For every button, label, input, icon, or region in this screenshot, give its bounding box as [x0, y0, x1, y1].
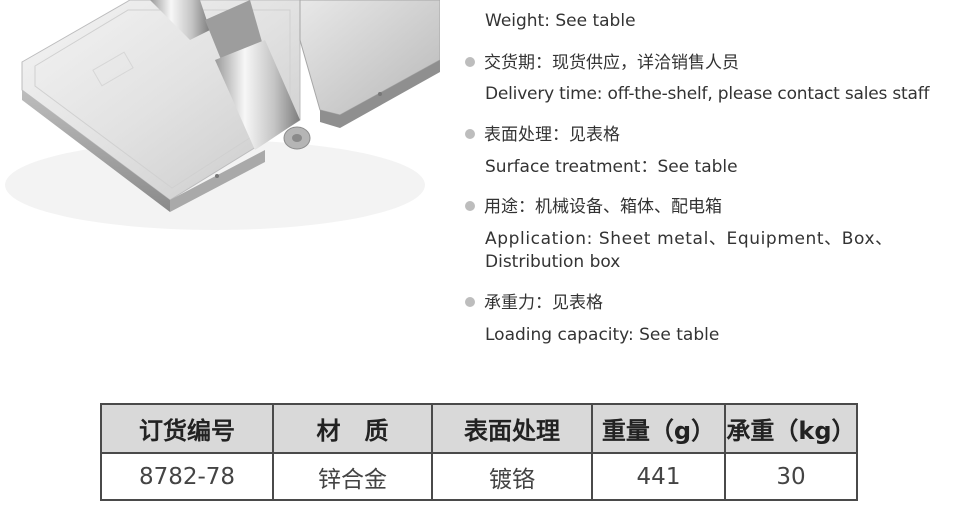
bullet-icon	[465, 129, 475, 139]
spec-loading-en: Loading capacity: See table	[485, 325, 720, 345]
spec-application-en-line1: Application: Sheet metal、Equipment、Box、	[485, 229, 893, 249]
spec-surface-en: Surface treatment：See table	[485, 157, 738, 177]
cell-order-number: 8782-78	[100, 452, 274, 501]
spec-application-en-line2: Distribution box	[485, 252, 621, 272]
bullet-icon	[465, 57, 475, 67]
spec-loading-zh: 承重力：见表格	[484, 293, 603, 313]
col-header-material: 材 质	[272, 403, 433, 454]
table-row: 8782-78 锌合金 镀铬 441 30	[100, 452, 858, 501]
spec-weight-en: Weight: See table	[485, 11, 636, 31]
hinge-icon	[5, 0, 441, 230]
table-header-row: 订货编号 材 质 表面处理 重量（g） 承重（kg）	[100, 403, 858, 454]
spec-delivery-zh: 交货期：现货供应，详洽销售人员	[484, 53, 739, 73]
bullet-icon	[465, 201, 475, 211]
col-header-load: 承重（kg）	[724, 403, 858, 454]
cell-surface: 镀铬	[431, 452, 593, 501]
bullet-icon	[465, 297, 475, 307]
spec-delivery-en: Delivery time: off-the-shelf, please con…	[485, 84, 930, 104]
col-header-surface: 表面处理	[431, 403, 593, 454]
cell-material: 锌合金	[272, 452, 433, 501]
col-header-weight: 重量（g）	[591, 403, 726, 454]
spec-table: 订货编号 材 质 表面处理 重量（g） 承重（kg） 8782-78 锌合金 镀…	[100, 403, 858, 501]
cell-load: 30	[724, 452, 858, 501]
spec-surface-zh: 表面处理：见表格	[484, 125, 620, 145]
product-image	[0, 0, 441, 250]
col-header-order-number: 订货编号	[100, 403, 274, 454]
spec-application-zh: 用途：机械设备、箱体、配电箱	[484, 197, 722, 217]
cell-weight: 441	[591, 452, 726, 501]
